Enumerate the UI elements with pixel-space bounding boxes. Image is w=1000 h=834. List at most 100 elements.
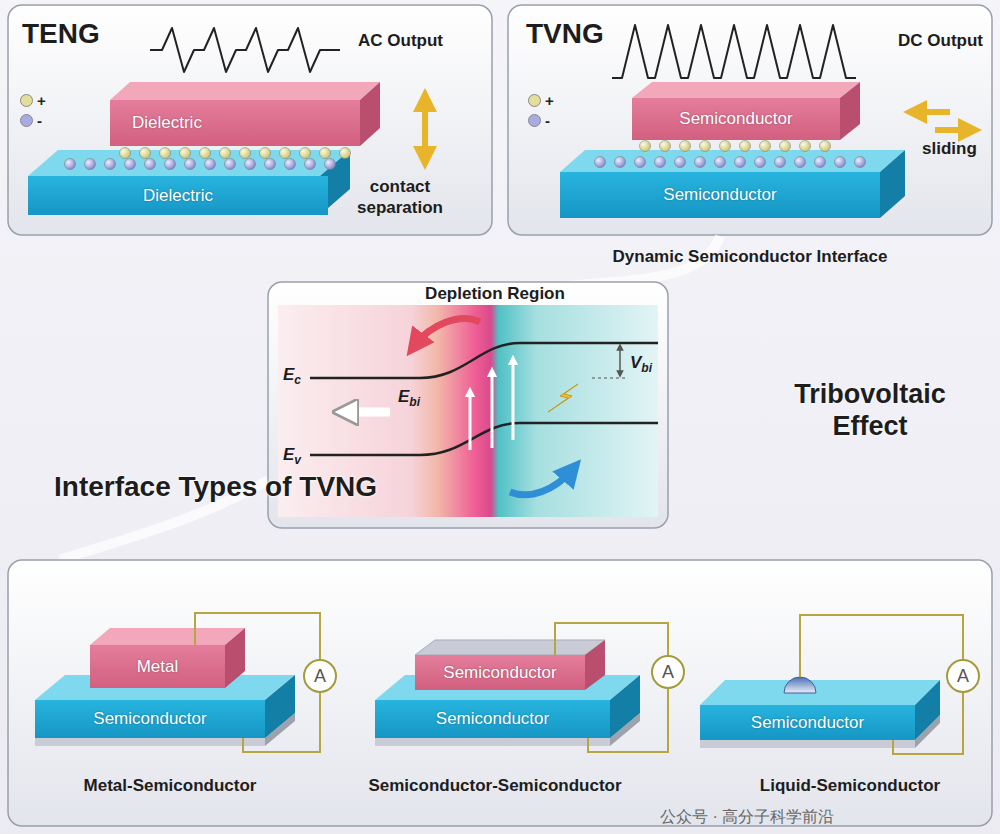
charge-dot xyxy=(655,157,666,168)
legend-text: + xyxy=(37,92,46,109)
charge-dot xyxy=(325,159,336,170)
charge-dot xyxy=(340,148,351,159)
charge-dot xyxy=(105,159,116,170)
motion-arrow xyxy=(915,109,950,115)
material-block: Dielectric xyxy=(28,176,328,215)
block-faces xyxy=(700,740,915,748)
block-faces xyxy=(225,628,245,688)
legend-item: + xyxy=(20,92,46,109)
charge-dot xyxy=(285,159,296,170)
block-label: Dielectric xyxy=(132,113,202,133)
subscript: c xyxy=(294,373,301,387)
block-label: Metal xyxy=(137,657,179,677)
block-label: A xyxy=(662,662,674,683)
charge-dot xyxy=(595,157,606,168)
waveform xyxy=(612,25,856,78)
legend-item: - xyxy=(528,112,550,129)
band-symbol: Ebi xyxy=(398,386,420,413)
caption-label: Semiconductor-Semiconductor xyxy=(345,775,645,796)
charge-dot xyxy=(695,157,706,168)
charge-dot xyxy=(180,148,191,159)
block-faces xyxy=(700,680,940,705)
block-faces xyxy=(28,82,963,748)
panel-frames xyxy=(8,5,492,235)
charge-dot xyxy=(165,159,176,170)
subscript: v xyxy=(294,453,301,467)
block-faces xyxy=(560,150,905,172)
legend-swatch xyxy=(20,94,33,107)
band-diagram xyxy=(469,392,472,450)
material-block: Semiconductor xyxy=(560,172,880,218)
charge-dot xyxy=(720,141,731,152)
block-faces xyxy=(800,615,963,677)
charge-dot xyxy=(245,159,256,170)
band-symbol: Vbi xyxy=(630,352,652,379)
band-diagram xyxy=(491,372,494,448)
block-faces xyxy=(632,82,860,98)
caption-label: sliding xyxy=(922,138,977,159)
waveform xyxy=(150,28,340,72)
caption-label: Dynamic Semiconductor Interface xyxy=(570,246,930,267)
charge-dot xyxy=(760,141,771,152)
charge-dot xyxy=(265,159,276,170)
charge-dot xyxy=(305,159,316,170)
block-faces xyxy=(375,738,610,746)
band-diagram xyxy=(619,347,621,374)
motion-arrow xyxy=(935,127,970,133)
material-block: Semiconductor xyxy=(700,705,915,740)
charge-dot xyxy=(320,148,331,159)
charge-dot xyxy=(855,157,866,168)
waveform xyxy=(150,25,856,78)
block-faces xyxy=(610,675,640,738)
charge-dot xyxy=(740,141,751,152)
legend-text: - xyxy=(545,112,550,129)
charge-dot xyxy=(640,141,651,152)
caption-label: Liquid-Semiconductor xyxy=(720,775,980,796)
block-faces xyxy=(360,82,380,146)
block-label: Semiconductor xyxy=(436,709,549,729)
caption-label: DC Output xyxy=(898,30,983,51)
circuit-wire xyxy=(555,623,668,655)
charge-dot xyxy=(160,148,171,159)
charge-dot xyxy=(65,159,76,170)
block-label: Semiconductor xyxy=(443,663,556,683)
band-diagram xyxy=(592,378,628,379)
band-diagram xyxy=(310,423,658,455)
block-label: Semiconductor xyxy=(679,109,792,129)
band-diagram xyxy=(548,384,578,412)
panel-title: Interface Types of TVNG xyxy=(54,471,377,502)
band-diagram xyxy=(512,360,515,440)
band-symbol: Ec xyxy=(283,364,301,391)
block-faces xyxy=(265,675,295,738)
legend-item: + xyxy=(528,92,554,109)
ammeter: A xyxy=(651,655,685,689)
panel-frames xyxy=(8,560,992,826)
charge-dot xyxy=(85,159,96,170)
block-faces xyxy=(880,150,905,218)
material-block: Semiconductor xyxy=(35,700,265,738)
material-block: Metal xyxy=(90,645,225,688)
block-label: Semiconductor xyxy=(93,709,206,729)
material-block: Semiconductor xyxy=(375,700,610,738)
charge-dot xyxy=(675,157,686,168)
charge-dot xyxy=(635,157,646,168)
caption-label: Tribovoltaic Effect xyxy=(770,378,970,442)
charge-dot xyxy=(615,157,626,168)
charge-dot xyxy=(815,157,826,168)
charge-dot xyxy=(795,157,806,168)
caption-label: Depletion Region xyxy=(400,283,590,304)
legend-text: - xyxy=(37,112,42,129)
legend-text: + xyxy=(545,92,554,109)
caption-label: Metal-Semiconductor xyxy=(30,775,310,796)
charge-dot xyxy=(220,148,231,159)
charge-dot xyxy=(715,157,726,168)
charge-dot xyxy=(185,159,196,170)
caption-label: AC Output xyxy=(358,30,443,51)
charge-dot xyxy=(125,159,136,170)
subscript: bi xyxy=(641,361,652,375)
ammeter: A xyxy=(946,659,980,693)
material-block: Semiconductor xyxy=(632,98,840,140)
charge-dot xyxy=(145,159,156,170)
